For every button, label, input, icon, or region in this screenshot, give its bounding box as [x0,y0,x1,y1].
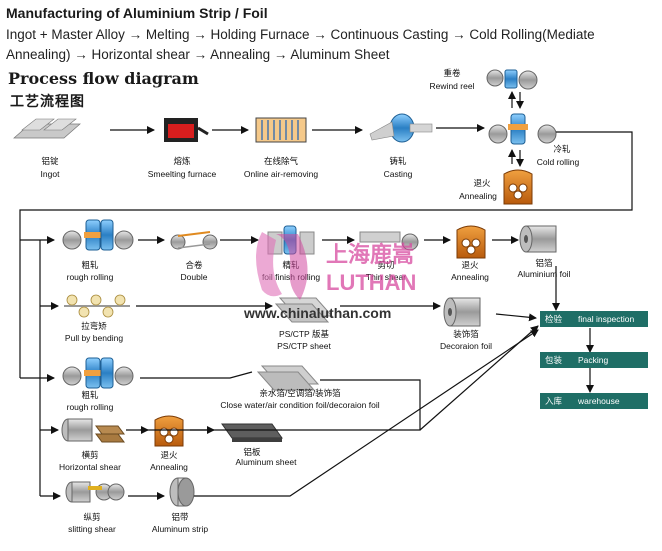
rewind-label-en: Rewind reel [430,81,475,91]
packing-box [540,352,648,368]
ps-ctp-sheet-icon [274,297,334,323]
close-water-foil-label-cn: 亲水箔/空调箔/装饰箔 [259,388,341,398]
aluminum-strip-label-cn: 铝带 [171,512,189,522]
aluminum-strip-label-en: Aluminum strip [152,524,208,534]
final-inspection-cn: 检验 [545,314,563,324]
rewind-label-cn: 重卷 [443,68,461,78]
ps-ctp-label-en: PS/CTP sheet [277,341,331,351]
rough-rolling-row4-label-en: rough rolling [67,402,114,412]
casting-label-en: Casting [384,169,413,179]
annealing-furnace-icon-row2 [456,225,486,259]
aluminum-sheet-label-en: Aluminum sheet [236,457,298,467]
thin-shear-label-en: Thin shear [366,272,406,282]
furnace-label-en: Smeelting furnace [148,169,217,179]
cold-rolling-icon [488,113,557,145]
decoration-foil-icon [443,297,481,327]
annealing-furnace-icon-row5 [154,415,184,447]
rough-rolling-row4-label-cn: 粗轧 [81,390,99,400]
ps-ctp-label-cn: PS/CTP 版基 [279,329,329,339]
ingot-label-en: Ingot [41,169,61,179]
ingot-icon [13,118,81,139]
warehouse-cn: 入库 [545,396,563,406]
rough-rolling-label-en: rough rolling [67,272,114,282]
watermark-cn: 上海鹿嵩 [326,242,414,268]
process-summary-line-2: Annealing) → Horizontal shear → Annealin… [6,47,390,62]
packing-cn: 包装 [545,355,563,365]
annealing-row5-label-cn: 退火 [160,450,178,460]
slitting-shear-icon [65,481,125,503]
watermark-url: www.chinaluthan.com [243,305,391,321]
annealing-top-label-cn: 退火 [473,178,491,188]
luthan-watermark: 上海鹿嵩 LUTHAN www.chinaluthan.com [243,232,416,321]
rough-rolling-icon-row4 [62,357,134,389]
close-water-foil-label-en: Close water/air condition foil/decoraion… [220,400,379,410]
rough-rolling-icon [62,219,134,251]
air-removing-label-en: Online air-removing [244,169,318,179]
casting-label-cn: 铸轧 [389,156,407,166]
foil-sheet-icon [256,365,320,391]
annealing-top-label-en: Annealing [459,191,497,201]
decoration-foil-label-cn: 装饰箔 [453,329,479,339]
slitting-shear-label-cn: 纵剪 [83,512,100,522]
air-removing-icon [255,117,307,143]
horizontal-shear-icon [61,418,125,443]
air-removing-label-cn: 在线除气 [264,156,299,166]
ingot-label-cn: 铝锭 [41,156,59,166]
final-inspection-box [540,311,648,327]
page-title: Manufacturing of Aluminium Strip / Foil [6,5,268,21]
horizontal-shear-label-cn: 横剪 [81,450,98,460]
pull-bending-label-cn: 拉弯矫 [81,321,107,331]
warehouse-en: warehouse [577,396,620,406]
horizontal-shear-label-en: Horizontal shear [59,462,121,472]
annealing-row2-label-cn: 退火 [461,260,479,270]
process-summary-line-1: Ingot + Master Alloy → Melting → Holding… [6,27,595,42]
annealing-row5-label-en: Annealing [150,462,188,472]
aluminium-foil-roll-icon [519,225,557,253]
final-inspection-en: final inspection [578,314,635,324]
furnace-label-cn: 熔炼 [173,156,191,166]
annealing-row2-label-en: Annealing [451,272,489,282]
annealing-furnace-icon-top [503,169,533,205]
decoration-foil-label-en: Decoraion foil [440,341,492,351]
pull-bending-label-en: Pull by bending [65,333,123,343]
rough-rolling-label-cn: 粗轧 [81,260,99,270]
thin-shear-label-cn: 剪切 [377,260,394,270]
rewind-reel-icon [486,69,538,90]
cold-rolling-label-en: Cold rolling [537,157,580,167]
aluminum-sheet-label-cn: 铝板 [243,447,261,457]
aluminum-sheet-icon [221,423,283,442]
warehouse-box [540,393,648,409]
watermark-en: LUTHAN [326,270,416,295]
casting-icon [369,113,433,143]
diagram-title-cn: 工艺流程图 [10,94,85,110]
thin-shear-icon [359,231,419,251]
doubling-icon [170,231,218,250]
packing-en: Packing [578,355,609,365]
smelting-furnace-icon [164,118,209,142]
diagram-title: Process flow diagram [8,69,199,88]
double-label-en: Double [181,272,208,282]
aluminium-foil-label-en: Aluminium foil [518,269,571,279]
aluminium-foil-label-cn: 铝箔 [535,258,553,268]
cold-rolling-label-cn: 冷轧 [553,144,571,154]
pull-bending-icon [64,294,130,318]
double-label-cn: 合卷 [185,260,203,270]
slitting-shear-label-en: slitting shear [68,524,116,534]
aluminum-strip-icon [169,477,195,507]
